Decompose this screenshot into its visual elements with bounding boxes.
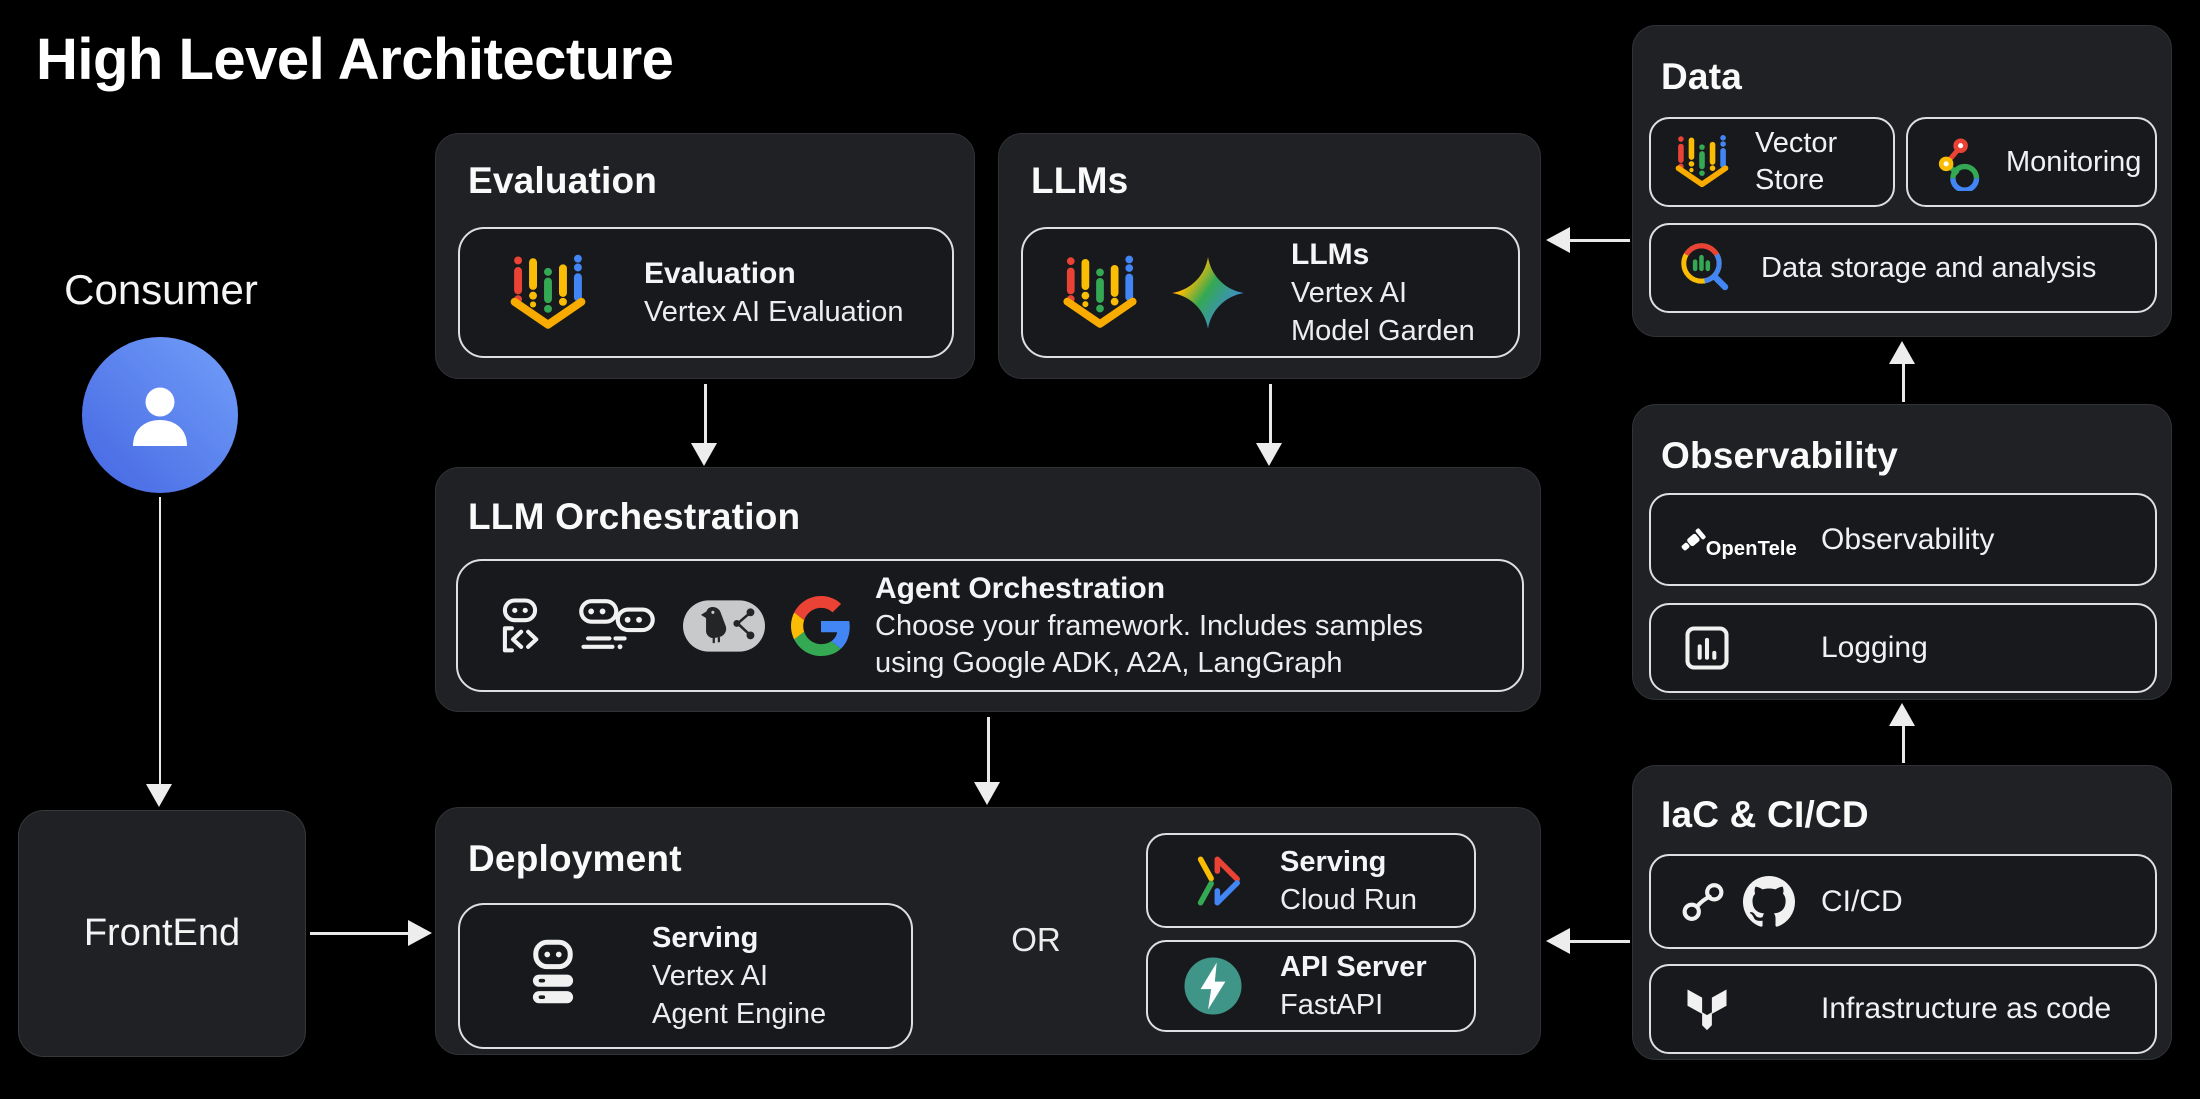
agent-orchestration-pill: Agent Orchestration Choose your framewor… bbox=[456, 559, 1524, 692]
monitoring-pill: Monitoring bbox=[1906, 117, 2157, 207]
arrow-llms-orchestration-head bbox=[1256, 443, 1282, 466]
opentelemetry-label: OpenTele bbox=[1705, 537, 1797, 560]
or-label: OR bbox=[1011, 921, 1061, 958]
arrow-llms-orchestration-line bbox=[1268, 384, 1272, 443]
consumer-avatar bbox=[82, 337, 238, 493]
monitoring-label: Monitoring bbox=[2006, 145, 2142, 178]
person-icon bbox=[133, 387, 187, 446]
terraform-icon bbox=[1687, 989, 1727, 1031]
page-title: High Level Architecture bbox=[36, 27, 674, 92]
data-storage-pill: Data storage and analysis bbox=[1649, 223, 2157, 313]
agent-engine-desc-2: Agent Engine bbox=[652, 998, 827, 1030]
fastapi-pill: API Server FastAPI bbox=[1146, 940, 1476, 1032]
llms-card: LLMs LLMs Verte bbox=[998, 133, 1541, 379]
cloud-run-icon bbox=[1197, 856, 1240, 905]
arrow-evaluation-orchestration-line bbox=[703, 384, 707, 443]
cicd-pill: CI/CD bbox=[1649, 854, 2157, 949]
fastapi-name: API Server bbox=[1280, 951, 1427, 983]
cloud-run-desc: Cloud Run bbox=[1280, 883, 1418, 916]
iac-title: IaC & CI/CD bbox=[1661, 794, 1869, 835]
frontend-label: FrontEnd bbox=[83, 912, 241, 954]
agent-engine-desc-1: Vertex AI bbox=[652, 960, 769, 992]
frontend-node: FrontEnd bbox=[18, 810, 306, 1057]
vertex-ai-icon bbox=[510, 254, 586, 329]
logging-icon bbox=[1685, 626, 1729, 670]
evaluation-item-name: Evaluation bbox=[644, 257, 796, 290]
gemini-spark-icon bbox=[1172, 256, 1244, 329]
observability-pill-label: Observability bbox=[1821, 522, 1995, 556]
a2a-icon bbox=[579, 599, 655, 650]
infrastructure-pill: Infrastructure as code bbox=[1649, 964, 2157, 1054]
arrow-iac-deployment-line bbox=[1570, 939, 1630, 943]
logging-label: Logging bbox=[1821, 631, 1928, 664]
evaluation-pill: Evaluation Vertex AI Evaluation bbox=[458, 227, 954, 358]
adk-robot-icon bbox=[502, 597, 539, 652]
observability-title: Observability bbox=[1661, 435, 1899, 476]
agent-engine-robot-server-icon bbox=[532, 939, 574, 1004]
otel-observability-pill: OpenTele Observability bbox=[1649, 493, 2157, 586]
data-storage-label: Data storage and analysis bbox=[1761, 251, 2097, 284]
llms-item-desc-1: Vertex AI bbox=[1291, 277, 1408, 309]
arrow-evaluation-orchestration-head bbox=[691, 443, 717, 466]
arrow-consumer-frontend-line bbox=[158, 497, 161, 784]
fastapi-desc: FastAPI bbox=[1280, 989, 1384, 1021]
arrow-frontend-deployment-line bbox=[310, 931, 408, 935]
langgraph-icon bbox=[683, 599, 765, 652]
arrow-orchestration-deployment-head bbox=[974, 782, 1000, 805]
data-card: Data Vector Store Monitoring bbox=[1632, 25, 2172, 337]
evaluation-item-desc: Vertex AI Evaluation bbox=[644, 296, 904, 328]
llms-item-name: LLMs bbox=[1291, 238, 1370, 271]
opentelemetry-logo: OpenTele bbox=[1677, 513, 1797, 567]
agent-engine-name: Serving bbox=[652, 922, 759, 954]
consumer-label: Consumer bbox=[64, 266, 258, 313]
vertex-ai-icon bbox=[1675, 135, 1729, 188]
data-title: Data bbox=[1661, 56, 1742, 97]
google-g-icon bbox=[791, 595, 850, 656]
pipeline-loop-icon bbox=[1682, 882, 1724, 921]
arrow-data-llms-line bbox=[1570, 238, 1630, 242]
arrow-iac-deployment-head bbox=[1546, 928, 1570, 954]
llms-title: LLMs bbox=[1031, 160, 1129, 201]
arrow-frontend-deployment-head bbox=[408, 920, 432, 946]
arrow-iac-observability-head bbox=[1889, 703, 1915, 726]
orchestration-desc-1: Choose your framework. Includes samples bbox=[875, 610, 1424, 642]
vector-store-pill: Vector Store bbox=[1649, 117, 1895, 207]
vector-store-label: Vector Store bbox=[1755, 127, 1838, 196]
deployment-card: Deployment Serving Vertex AI Agent Engin… bbox=[435, 807, 1541, 1055]
infrastructure-label: Infrastructure as code bbox=[1821, 992, 2112, 1025]
logging-pill: Logging bbox=[1649, 603, 2157, 693]
bigquery-icon bbox=[1681, 243, 1729, 291]
vertex-ai-icon bbox=[1063, 255, 1137, 328]
orchestration-desc-2: using Google ADK, A2A, LangGraph bbox=[875, 647, 1343, 679]
orchestration-item-name: Agent Orchestration bbox=[875, 572, 1166, 605]
cicd-label: CI/CD bbox=[1821, 884, 1903, 918]
arrow-consumer-frontend-head bbox=[146, 784, 172, 807]
arrow-iac-observability-line bbox=[1901, 726, 1905, 763]
github-icon bbox=[1743, 875, 1795, 927]
arrow-orchestration-deployment-line bbox=[986, 717, 990, 782]
observability-card: Observability OpenTele Observability bbox=[1632, 404, 2172, 700]
llm-orchestration-card: LLM Orchestration bbox=[435, 467, 1541, 712]
cloud-run-name: Serving bbox=[1280, 845, 1387, 878]
cloud-monitoring-icon bbox=[1938, 138, 1980, 191]
arrow-data-llms-head bbox=[1546, 227, 1570, 253]
arrow-observability-data-head bbox=[1889, 341, 1915, 364]
arrow-observability-data-line bbox=[1901, 364, 1905, 402]
llms-item-desc-2: Model Garden bbox=[1291, 315, 1475, 347]
cloud-run-pill: Serving Cloud Run bbox=[1146, 833, 1476, 928]
llms-pill: LLMs Vertex AI Model Garden bbox=[1021, 227, 1520, 358]
llm-orchestration-title: LLM Orchestration bbox=[468, 496, 801, 537]
deployment-title: Deployment bbox=[468, 838, 682, 879]
agent-engine-pill: Serving Vertex AI Agent Engine bbox=[458, 903, 913, 1049]
evaluation-card: Evaluation Evaluation Vertex AI Evaluati… bbox=[435, 133, 975, 379]
evaluation-title: Evaluation bbox=[468, 160, 658, 201]
iac-cicd-card: IaC & CI/CD CI/CD Infrastructure as code bbox=[1632, 765, 2172, 1060]
opentelemetry-telescope-icon bbox=[1681, 527, 1706, 550]
fastapi-icon bbox=[1184, 957, 1242, 1015]
